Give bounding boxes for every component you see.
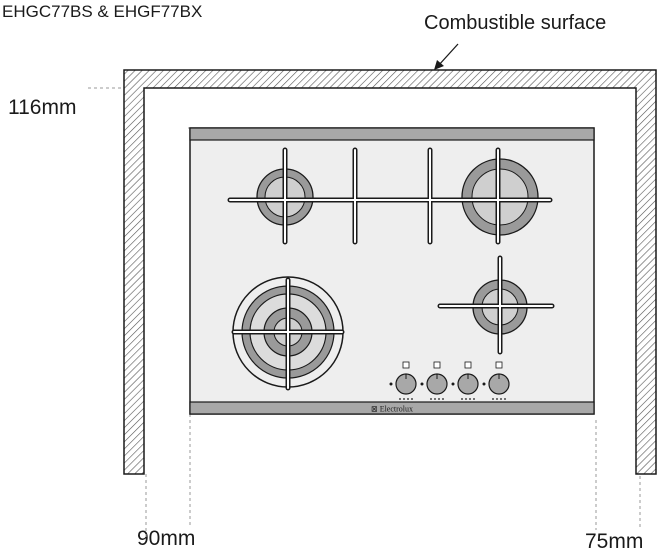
knob-scale-dot bbox=[438, 398, 440, 400]
control-knob[interactable] bbox=[451, 361, 479, 400]
knob-off-marker bbox=[389, 382, 393, 386]
knob-scale-dot bbox=[496, 398, 498, 400]
model-title: EHGC77BS & EHGF77BX bbox=[2, 2, 203, 21]
knob-scale-dot bbox=[461, 398, 463, 400]
knob-off-marker bbox=[420, 382, 424, 386]
burner-indicator-icon bbox=[495, 361, 503, 369]
knob-scale-dot bbox=[465, 398, 467, 400]
knob-scale-dot bbox=[473, 398, 475, 400]
knob-scale-dot bbox=[434, 398, 436, 400]
knob-scale-dot bbox=[492, 398, 494, 400]
knob-scale-dot bbox=[469, 398, 471, 400]
hob-top-trim bbox=[189, 127, 595, 141]
combustible-surface-label: Combustible surface bbox=[424, 12, 607, 34]
left-clearance-label: 90mm bbox=[137, 527, 196, 550]
control-knobs bbox=[389, 361, 510, 400]
knob-scale-dot bbox=[403, 398, 405, 400]
burner-indicator-icon bbox=[464, 361, 472, 369]
knob-scale-dot bbox=[504, 398, 506, 400]
combustible-surface-frame bbox=[123, 69, 657, 475]
knob-scale-dot bbox=[442, 398, 444, 400]
control-knob[interactable] bbox=[389, 361, 417, 400]
top-pan-support-inner bbox=[229, 149, 551, 243]
knob-scale-dot bbox=[411, 398, 413, 400]
right-clearance-label: 75mm bbox=[585, 530, 644, 553]
hob-bottom-trim bbox=[189, 401, 595, 415]
control-knob[interactable] bbox=[482, 361, 510, 400]
knob-off-marker bbox=[482, 382, 486, 386]
knob-scale-dot bbox=[407, 398, 409, 400]
burner-indicator-icon bbox=[402, 361, 410, 369]
burner-indicator-icon bbox=[433, 361, 441, 369]
control-knob[interactable] bbox=[420, 361, 448, 400]
knob-off-marker bbox=[451, 382, 455, 386]
brand-logo: ⊠ Electrolux bbox=[371, 405, 413, 414]
brand-name: Electrolux bbox=[380, 405, 413, 414]
knob-scale-dot bbox=[500, 398, 502, 400]
knob-scale-dot bbox=[399, 398, 401, 400]
knob-scale-dot bbox=[430, 398, 432, 400]
surface-pointer-arrow bbox=[434, 43, 459, 70]
top-clearance-label: 116mm bbox=[8, 96, 77, 119]
